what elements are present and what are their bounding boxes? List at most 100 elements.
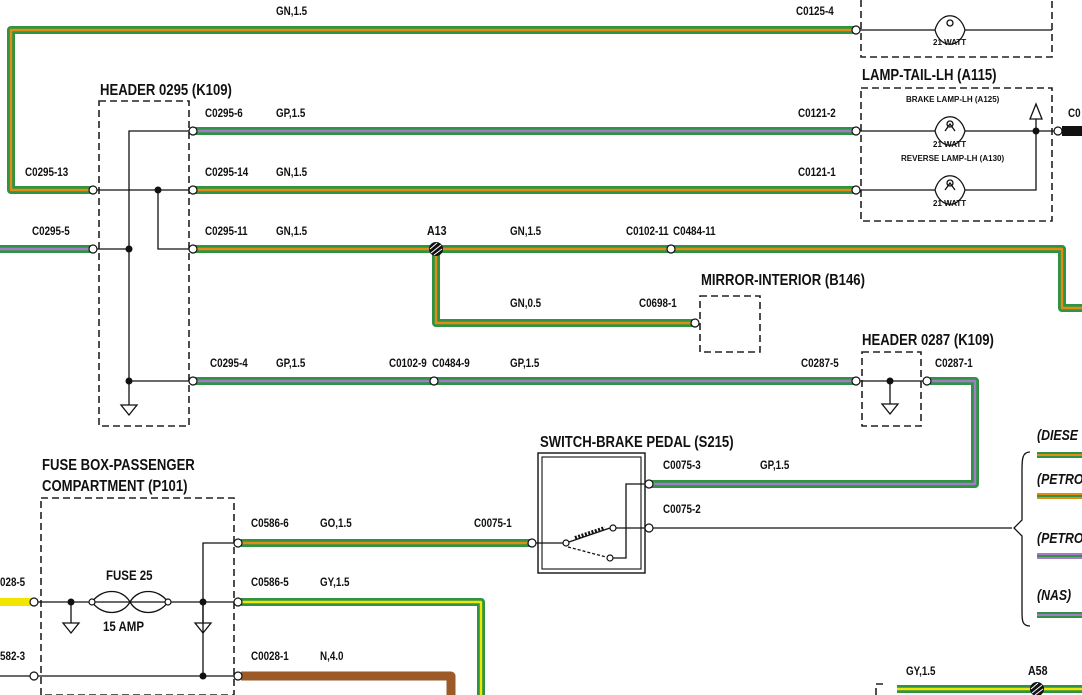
bottom-right-box-partial — [875, 683, 887, 695]
label-watt-reverse: 21 WATT — [933, 199, 966, 208]
wire-gy-c0586-5 — [241, 598, 485, 695]
terminal-c0102-11 — [666, 244, 676, 254]
label-wire-gp-c0484-9: GP,1.5 — [510, 357, 539, 370]
wire-gn-c0295-11 — [194, 245, 1082, 312]
label-wire-gp-c0075-3: GP,1.5 — [760, 459, 789, 472]
ground-icon — [193, 622, 213, 635]
label-c0295-6: C0295-6 — [205, 107, 243, 120]
internal-circuitry — [0, 15, 1056, 695]
terminal-c0295-13 — [88, 185, 98, 195]
terminal-c0295-4 — [188, 376, 198, 386]
label-c0102-11: C0102-11 — [626, 225, 669, 238]
label-option-petrol-2: (PETRO — [1037, 530, 1082, 546]
labels: HEADER 0295 (K109) LAMP-TAIL-LH (A115) M… — [0, 5, 1082, 678]
label-c0028-1: C0028-1 — [251, 650, 289, 663]
label-wire-gn-c0295-11: GN,1.5 — [276, 225, 307, 238]
label-c0586-6: C0586-6 — [251, 517, 289, 530]
ground-icon — [880, 403, 900, 416]
label-c0075-1: C0075-1 — [474, 517, 512, 530]
switch-brake-pedal-box — [537, 452, 646, 574]
terminals — [29, 25, 1063, 681]
label-c0295-4: C0295-4 — [210, 357, 249, 370]
label-c0121-2: C0121-2 — [798, 107, 836, 120]
terminal-028-5 — [29, 597, 39, 607]
label-wire-gn05: GN,0.5 — [510, 297, 541, 310]
terminal-c0075-2 — [644, 523, 654, 533]
component-boxes — [40, 0, 1053, 695]
wire-gp-c0287-1-to-c0075-3 — [650, 377, 979, 488]
terminal-c0075-3 — [644, 479, 654, 489]
label-c0287-1: C0287-1 — [935, 357, 973, 370]
label-c0295-14: C0295-14 — [205, 166, 249, 179]
label-reverse-lamp-lh: REVERSE LAMP-LH (A130) — [901, 154, 1004, 163]
label-splice-a13: A13 — [427, 223, 447, 238]
title-header-0287: HEADER 0287 (K109) — [862, 332, 994, 349]
label-wire-gy: GY,1.5 — [320, 576, 350, 589]
ground-icon — [119, 404, 139, 417]
title-header-0295: HEADER 0295 (K109) — [100, 82, 232, 99]
terminal-c0028-1 — [233, 671, 243, 681]
label-wire-gn-top: GN,1.5 — [276, 5, 307, 18]
label-c0484-11: C0484-11 — [673, 225, 716, 238]
lamp-tail-lh-box — [860, 87, 1053, 222]
terminal-lamp-right — [1053, 126, 1063, 136]
label-wire-gn-c0295-14: GN,1.5 — [276, 166, 307, 179]
terminal-c0121-2 — [851, 126, 861, 136]
terminal-c0287-1 — [922, 376, 932, 386]
bulb-icon — [934, 116, 966, 146]
lamp-rh-box-partial — [860, 0, 1053, 58]
terminal-c0125-4 — [851, 25, 861, 35]
wire-n-c0028-1 — [241, 671, 456, 695]
label-c0125-4: C0125-4 — [796, 5, 835, 18]
label-option-petrol-1: (PETRO — [1037, 471, 1082, 487]
label-wire-gn-a13: GN,1.5 — [510, 225, 541, 238]
label-c0102-9: C0102-9 — [389, 357, 427, 370]
ground-icon — [1029, 102, 1043, 120]
fuse-symbol — [88, 590, 172, 614]
label-c0287-5: C0287-5 — [801, 357, 839, 370]
terminal-c0075-1 — [527, 538, 537, 548]
title-fuse-box-line2: COMPARTMENT (P101) — [42, 478, 188, 495]
option-swatches — [1037, 452, 1082, 618]
label-wire-go: GO,1.5 — [320, 517, 352, 530]
terminal-c0295-5 — [88, 244, 98, 254]
splice-a13-icon — [429, 242, 443, 256]
label-wire-gy-a58: GY,1.5 — [906, 665, 936, 678]
terminal-c0698-1 — [690, 318, 700, 328]
label-c0-partial: C0 — [1068, 107, 1081, 120]
terminal-c0586-5 — [233, 597, 243, 607]
terminal-c0586-6 — [233, 538, 243, 548]
title-lamp-tail-lh: LAMP-TAIL-LH (A115) — [862, 67, 997, 84]
label-wire-n: N,4.0 — [320, 650, 344, 663]
bulb-icon — [860, 15, 1052, 45]
label-c0295-11: C0295-11 — [205, 225, 248, 238]
label-watt-brake: 21 WATT — [933, 140, 966, 149]
label-c0295-13: C0295-13 — [25, 166, 68, 179]
label-c0586-5: C0586-5 — [251, 576, 289, 589]
label-option-diesel: (DIESE — [1037, 427, 1079, 443]
mirror-interior-box — [699, 295, 761, 353]
label-wire-gp-c0295-6: GP,1.5 — [276, 107, 305, 120]
label-watt-top: 21 WATT — [933, 38, 966, 47]
header-0295-box — [98, 100, 190, 427]
terminal-582-3 — [29, 671, 39, 681]
label-c0295-5: C0295-5 — [32, 225, 70, 238]
terminal-c0102-9 — [429, 376, 439, 386]
bulb-icon — [934, 175, 966, 205]
label-fuse-25: FUSE 25 — [106, 567, 153, 583]
option-bracket — [1013, 451, 1031, 627]
label-582-3: 582-3 — [0, 650, 25, 663]
terminal-c0295-6 — [188, 126, 198, 136]
label-splice-a58: A58 — [1028, 663, 1048, 678]
wire-gn-a13-to-c0698-1 — [432, 249, 694, 327]
splice-a58-icon — [1030, 682, 1044, 695]
title-fuse-box-line1: FUSE BOX-PASSENGER — [42, 457, 195, 474]
wires — [0, 26, 1082, 695]
label-c0484-9: C0484-9 — [432, 357, 470, 370]
header-0287-box — [861, 351, 922, 427]
label-c0121-1: C0121-1 — [798, 166, 836, 179]
title-switch-brake-pedal: SWITCH-BRAKE PEDAL (S215) — [540, 434, 734, 451]
fuse-box-passenger-box — [40, 497, 235, 695]
ground-icon — [61, 622, 81, 635]
